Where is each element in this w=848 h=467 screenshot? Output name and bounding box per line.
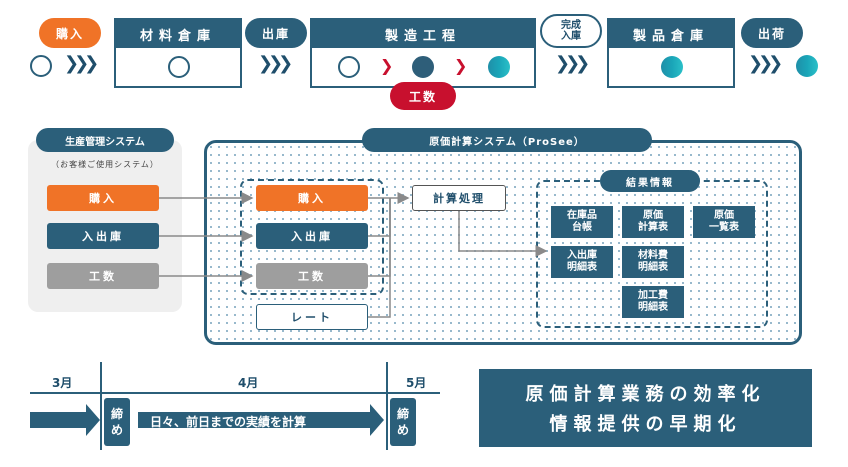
completion-label: 完成 入庫 (561, 20, 581, 42)
close-label-2: 締 め (396, 407, 409, 437)
end-circle (796, 55, 818, 77)
material-warehouse-stage: 材料倉庫 (114, 18, 242, 88)
cost-system-title: 原価計算システム（ProSee） (362, 128, 652, 152)
material-circle (168, 56, 190, 78)
mfg-circle-1 (338, 56, 360, 78)
shipping-pill: 出荷 (741, 18, 803, 48)
prod-inout-box: 入出庫 (47, 223, 159, 249)
banner-line-1: 原価計算業務の効率化 (525, 384, 766, 405)
cost-labor-box: 工数 (256, 263, 368, 289)
arrow-chevrons-1: ❯❯❯ (64, 53, 99, 74)
result-material-detail: 材料費 明細表 (622, 246, 684, 278)
month-4-label: 4月 (238, 376, 259, 390)
result-cost-sheet: 原価 計算表 (622, 206, 684, 238)
tick-2 (386, 362, 388, 450)
prod-labor-box: 工数 (47, 263, 159, 289)
manufacturing-title: 製造工程 (312, 20, 534, 48)
labor-pill: 工数 (390, 82, 456, 110)
timeline-axis (30, 392, 440, 394)
issue-pill: 出庫 (245, 18, 307, 48)
prod-purchase-box: 購入 (47, 185, 159, 211)
result-stock-ledger: 在庫品 台帳 (551, 206, 613, 238)
arrow-chevrons-2: ❯❯❯ (258, 53, 293, 74)
result-inout-detail: 入出庫 明細表 (551, 246, 613, 278)
mfg-circle-3 (488, 56, 510, 78)
result-processing-detail: 加工費 明細表 (622, 286, 684, 318)
close-box-1: 締 め (104, 398, 130, 446)
close-label-1: 締 め (110, 407, 123, 437)
cost-input-group (240, 179, 384, 295)
cost-purchase-box: 購入 (256, 185, 368, 211)
mfg-circle-2 (412, 56, 434, 78)
product-circle (661, 56, 683, 78)
manufacturing-stage: 製造工程 ❯ ❯ (310, 18, 536, 88)
rate-box: レート (256, 304, 368, 330)
close-box-2: 締 め (390, 398, 416, 446)
purchase-pill: 購入 (39, 18, 101, 48)
red-arrow-1: ❯ (380, 56, 394, 75)
results-title: 結果情報 (600, 170, 700, 192)
arrow-chevrons-4: ❯❯❯ (748, 53, 783, 74)
product-warehouse-stage: 製品倉庫 (607, 18, 735, 88)
daily-calc-label: 日々、前日までの実績を計算 (150, 415, 307, 429)
product-warehouse-title: 製品倉庫 (609, 20, 733, 48)
tick-1 (100, 362, 102, 450)
start-circle (30, 55, 52, 77)
production-system-title: 生産管理システム (36, 128, 174, 152)
production-system-subtitle: （お客様ご使用システム） (51, 160, 159, 169)
cost-inout-box: 入出庫 (256, 223, 368, 249)
completion-pill: 完成 入庫 (540, 14, 602, 48)
red-arrow-2: ❯ (454, 56, 468, 75)
banner-line-2: 情報提供の早期化 (549, 414, 742, 435)
month-3-label: 3月 (52, 376, 73, 390)
result-cost-list: 原価 一覧表 (693, 206, 755, 238)
summary-banner: 原価計算業務の効率化 情報提供の早期化 (479, 369, 812, 447)
material-warehouse-title: 材料倉庫 (116, 20, 240, 48)
calc-process-box: 計算処理 (412, 185, 506, 211)
arrow-chevrons-3: ❯❯❯ (555, 53, 590, 74)
month-5-label: 5月 (406, 376, 427, 390)
